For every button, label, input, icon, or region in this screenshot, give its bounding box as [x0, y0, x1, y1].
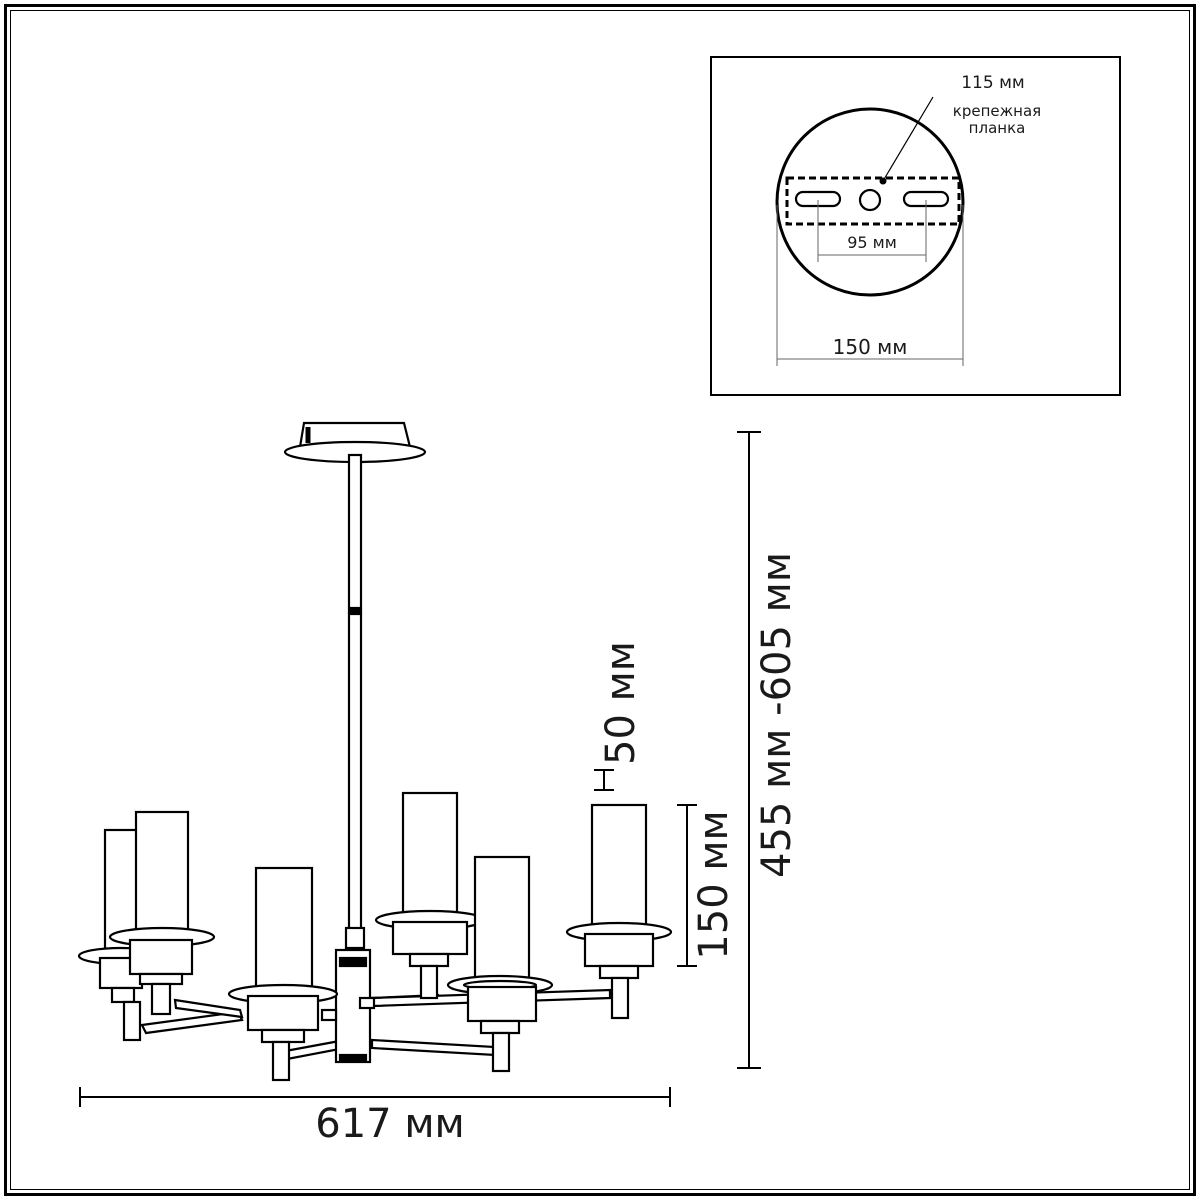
leader-line — [882, 96, 934, 182]
canopy-circle — [775, 107, 965, 297]
label-height-range: 455 мм -605 мм — [754, 552, 800, 878]
label-bracket-2: планка — [969, 119, 1026, 137]
inner-frame — [10, 10, 1190, 1190]
lamp-left — [108, 810, 216, 1016]
leader-dot — [879, 177, 887, 185]
bracket-center-hole — [858, 188, 882, 212]
label-shade-height: 150 мм — [691, 810, 737, 959]
hub-nub-left — [320, 1008, 338, 1022]
label-150: 150 мм — [833, 335, 908, 359]
hub-band-bottom — [338, 1053, 368, 1063]
arm-back-left — [140, 1010, 244, 1035]
hub-nub-right — [358, 996, 376, 1010]
detail-box — [710, 56, 1121, 396]
label-width: 617 мм — [315, 1101, 464, 1147]
stem-collar — [344, 926, 366, 950]
arm-back-left-2 — [173, 998, 244, 1019]
label-115: 115 мм — [961, 73, 1025, 93]
mounting-bracket — [785, 176, 961, 226]
lamp-center — [227, 866, 339, 1082]
label-95: 95 мм — [847, 233, 897, 252]
dimension-lines — [79, 431, 761, 1107]
lamp-back-center — [374, 791, 486, 1000]
lamp-right — [565, 803, 673, 1020]
stem-upper — [347, 453, 363, 615]
chandelier — [77, 421, 673, 1082]
mount-plate-detail: 115 мм крепежная планка 95 мм 150 мм — [710, 56, 1121, 396]
hub-band-top — [338, 956, 368, 968]
arm-front-right — [370, 1038, 497, 1057]
stem-lower — [347, 612, 363, 932]
outer-frame — [4, 4, 1196, 1196]
label-bracket-1: крепежная — [953, 102, 1041, 120]
lamp-right-center — [446, 855, 554, 1073]
label-shade-diameter: 50 мм — [598, 641, 644, 765]
ceiling-canopy — [283, 421, 427, 464]
